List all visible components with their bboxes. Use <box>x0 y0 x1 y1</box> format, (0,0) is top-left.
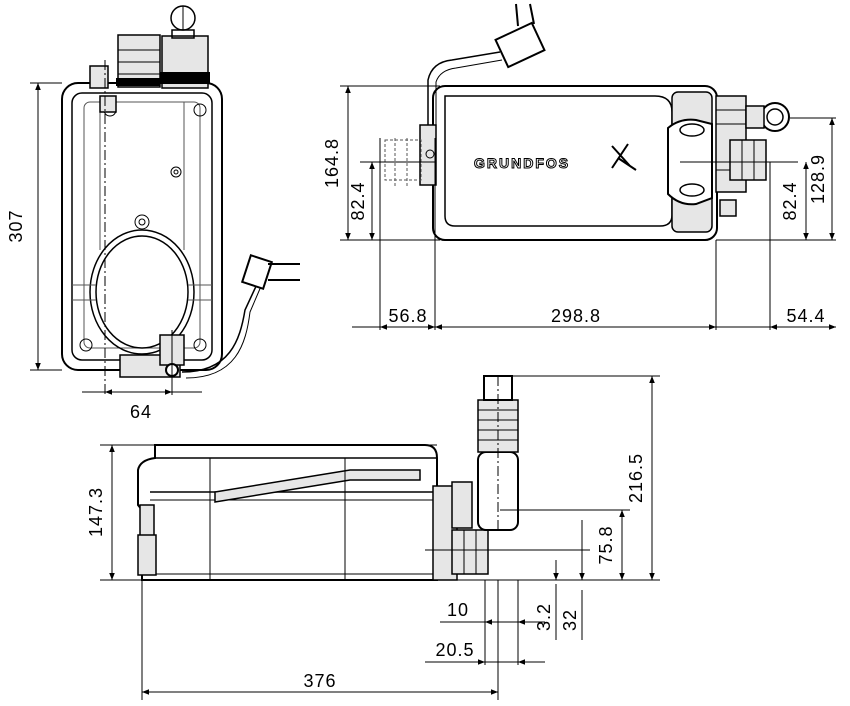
dim-side-small-a: 10 <box>447 600 469 620</box>
dim-top-right-inlet: 82.4 <box>780 181 800 220</box>
dim-top-left-offset: 56.8 <box>388 306 427 326</box>
top-outlet-fitting <box>760 102 790 132</box>
front-housing-inner <box>71 92 213 361</box>
dim-side-small-b: 3.2 <box>534 603 554 631</box>
top-power-plug <box>494 21 546 69</box>
front-power-plug <box>240 254 274 290</box>
front-view: 307 64 <box>6 5 300 422</box>
dim-side-small-c: 32 <box>560 609 580 631</box>
dim-side-total-height: 216.5 <box>626 453 646 503</box>
front-housing-outer <box>61 82 223 371</box>
dim-side-inlet-height: 75.8 <box>596 525 616 564</box>
side-lid-ridge <box>214 469 421 503</box>
top-power-cord <box>427 51 501 125</box>
side-housing <box>137 444 438 581</box>
dim-top-right-outlet: 128.9 <box>808 154 828 204</box>
grundfos-logo: GRUNDFOS <box>474 155 570 171</box>
top-lid <box>444 95 673 227</box>
dim-top-length: 298.8 <box>551 306 601 326</box>
dim-top-inlet-height: 82.4 <box>348 181 368 220</box>
grundfos-logo-icon <box>611 143 637 171</box>
dim-top-right-offset: 54.4 <box>786 306 825 326</box>
dim-front-height: 307 <box>6 209 26 242</box>
dim-top-height: 164.8 <box>322 138 342 188</box>
dim-side-height: 147.3 <box>86 487 106 537</box>
dim-front-outlet-offset: 64 <box>130 402 152 422</box>
front-oval-port <box>89 229 195 355</box>
side-view: 147.3 216.5 75.8 32 3.2 10 20.5 376 <box>86 375 660 700</box>
dim-side-offset: 20.5 <box>435 640 474 660</box>
top-view: GRUNDFOS <box>322 3 836 330</box>
front-power-cord <box>181 281 259 373</box>
dim-side-length: 376 <box>303 671 336 691</box>
